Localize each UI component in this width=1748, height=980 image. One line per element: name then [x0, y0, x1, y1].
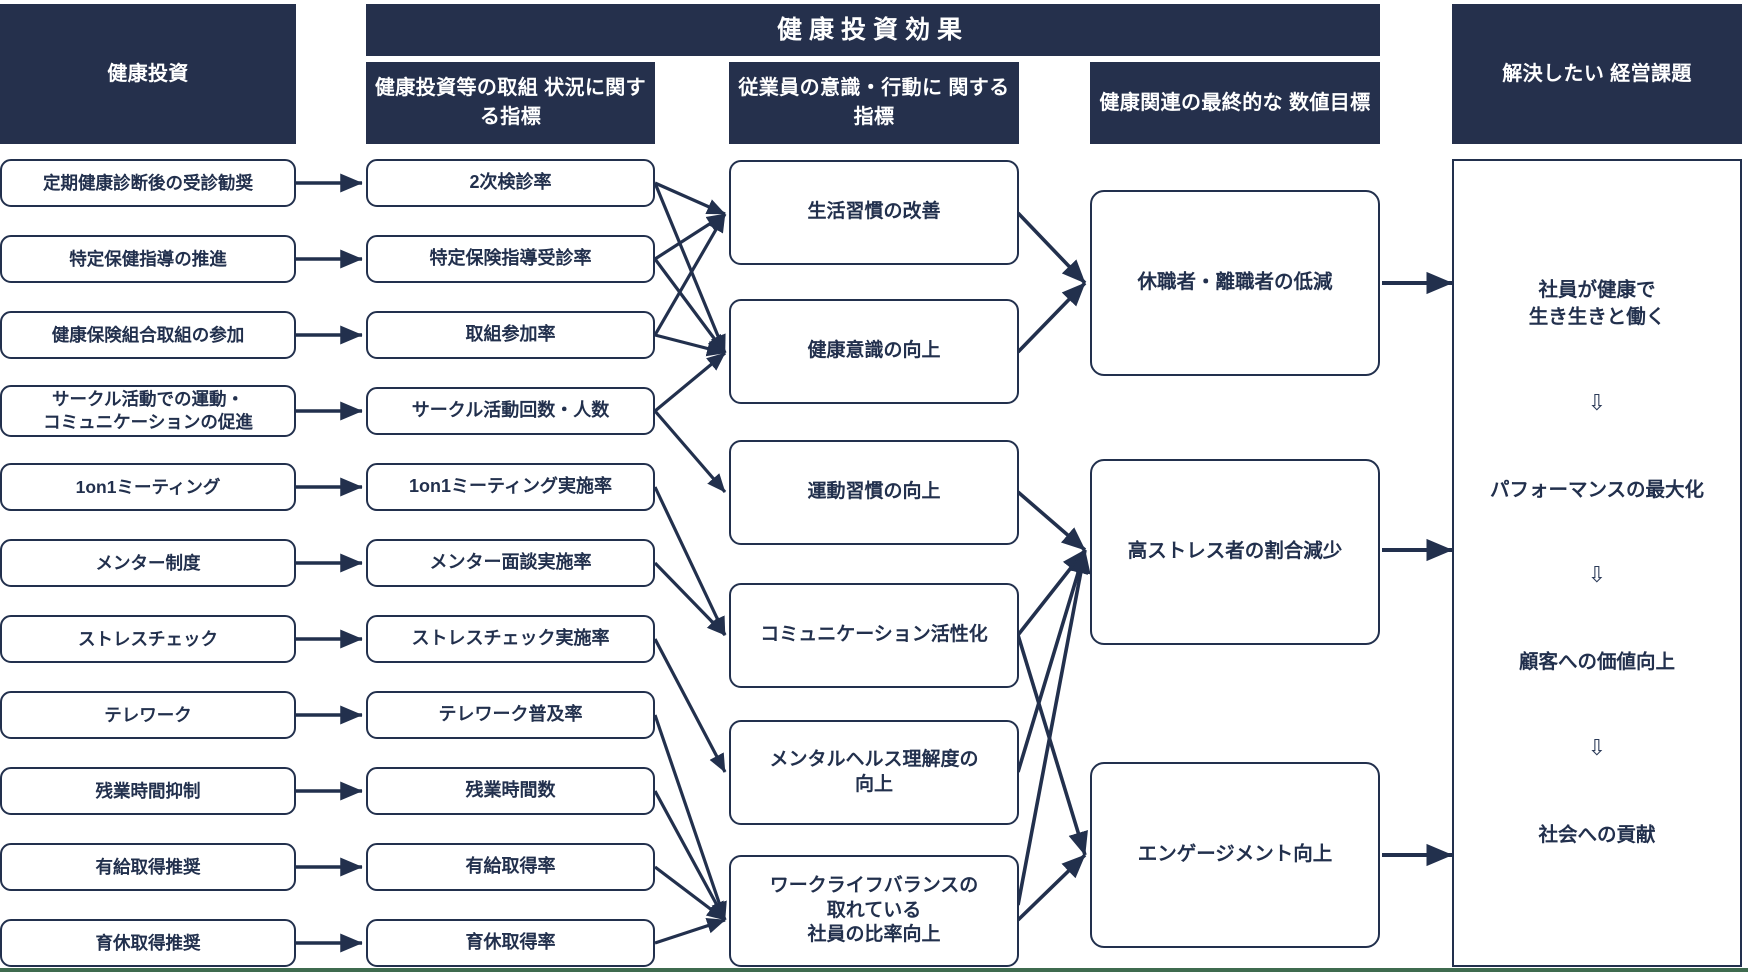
edge-aw-goal-8	[1016, 853, 1087, 922]
edge-act-aw-11	[654, 917, 726, 945]
activity-indicator-node-11[interactable]: 育休取得率	[366, 919, 655, 967]
header-col-awareness-indicators: 従業員の意識・行動に 関する指標	[729, 62, 1019, 144]
edge-act-aw-2a	[654, 212, 726, 261]
investment-node-1[interactable]: 定期健康診断後の受診勧奨	[0, 159, 296, 207]
investment-node-5[interactable]: 1on1ミーティング	[0, 463, 296, 511]
edge-act-aw-7	[653, 638, 727, 773]
header-col-investment: 健康投資	[0, 4, 296, 144]
activity-indicator-node-2[interactable]: 特定保険指導受診率	[366, 235, 655, 283]
edge-aw-goal-7	[1016, 549, 1091, 906]
header-effect-band: 健康投資効果	[366, 4, 1380, 56]
numeric-goal-node-1[interactable]: 休職者・離職者の低減	[1090, 190, 1380, 376]
activity-indicator-node-10[interactable]: 有給取得率	[366, 843, 655, 891]
edge-aw-goal-6	[1016, 549, 1088, 773]
activity-indicator-node-5[interactable]: 1on1ミーティング実施率	[366, 463, 655, 511]
awareness-indicator-node-3[interactable]: 運動習慣の向上	[729, 440, 1019, 545]
edge-act-aw-5	[653, 486, 727, 636]
management-outcome-panel: 社員が健康で 生き生きと働く ⇩ パフォーマンスの最大化 ⇩ 顧客への価値向上 …	[1452, 159, 1742, 967]
investment-node-9[interactable]: 残業時間抑制	[0, 767, 296, 815]
edge-aw-goal-1	[1016, 211, 1087, 285]
down-arrow-icon-3: ⇩	[1587, 736, 1607, 762]
awareness-indicator-node-6[interactable]: ワークライフバランスの 取れている 社員の比率向上	[729, 855, 1019, 967]
activity-indicator-node-8[interactable]: テレワーク普及率	[366, 691, 655, 739]
outcome-text-2: パフォーマンスの最大化	[1489, 478, 1705, 501]
edge-act-aw-9	[653, 790, 727, 921]
activity-indicator-node-3[interactable]: 取組参加率	[366, 311, 655, 359]
edge-act-aw-3b	[654, 333, 726, 357]
edge-act-aw-10	[654, 865, 726, 922]
activity-indicator-node-6[interactable]: メンター面談実施率	[366, 539, 655, 587]
edge-act-aw-3a	[653, 213, 727, 336]
edge-act-aw-1b	[653, 182, 727, 354]
awareness-indicator-node-5[interactable]: メンタルヘルス理解度の 向上	[729, 720, 1019, 825]
header-col-numeric-goals: 健康関連の最終的な 数値目標	[1090, 62, 1380, 144]
down-arrow-icon-2: ⇩	[1587, 563, 1607, 589]
awareness-indicator-node-1[interactable]: 生活習慣の改善	[729, 160, 1019, 265]
investment-node-11[interactable]: 育休取得推奨	[0, 919, 296, 967]
outcome-text-4: 社会への貢献	[1538, 824, 1656, 847]
investment-node-10[interactable]: 有給取得推奨	[0, 843, 296, 891]
header-col-activity-indicators: 健康投資等の取組 状況に関する指標	[366, 62, 655, 144]
awareness-indicator-node-4[interactable]: コミュニケーション活性化	[729, 583, 1019, 688]
activity-indicator-node-7[interactable]: ストレスチェック実施率	[366, 615, 655, 663]
outcome-text-3: 顧客への価値向上	[1518, 651, 1675, 674]
activity-indicator-node-4[interactable]: サークル活動回数・人数	[366, 387, 655, 435]
numeric-goal-node-3[interactable]: エンゲージメント向上	[1090, 762, 1380, 948]
edge-aw-goal-2	[1016, 281, 1087, 354]
edge-act-aw-6	[653, 561, 727, 637]
investment-node-7[interactable]: ストレスチェック	[0, 615, 296, 663]
edge-aw-goal-3	[1016, 490, 1087, 552]
outcome-text-1: 社員が健康で 生き生きと働く	[1528, 278, 1666, 328]
edge-act-aw-1a	[654, 181, 726, 216]
awareness-indicator-node-2[interactable]: 健康意識の向上	[729, 299, 1019, 404]
numeric-goal-node-2[interactable]: 高ストレス者の割合減少	[1090, 459, 1380, 645]
investment-node-4[interactable]: サークル活動での運動・ コミュニケーションの促進	[0, 385, 296, 437]
investment-node-6[interactable]: メンター制度	[0, 539, 296, 587]
bottom-rule	[0, 968, 1748, 972]
activity-indicator-node-9[interactable]: 残業時間数	[366, 767, 655, 815]
investment-node-2[interactable]: 特定保健指導の推進	[0, 235, 296, 283]
edge-act-aw-8	[653, 714, 727, 921]
investment-node-8[interactable]: テレワーク	[0, 691, 296, 739]
edge-aw-goal-4	[1016, 548, 1087, 637]
down-arrow-icon-1: ⇩	[1587, 390, 1607, 416]
edge-aw-goal-5	[1016, 634, 1088, 856]
activity-indicator-node-1[interactable]: 2次検診率	[366, 159, 655, 207]
edge-act-aw-4a	[653, 351, 727, 413]
edge-act-aw-2b	[653, 258, 727, 354]
investment-node-3[interactable]: 健康保険組合取組の参加	[0, 311, 296, 359]
header-col-management-issues: 解決したい 経営課題	[1452, 4, 1742, 144]
edge-act-aw-4b	[653, 409, 727, 494]
